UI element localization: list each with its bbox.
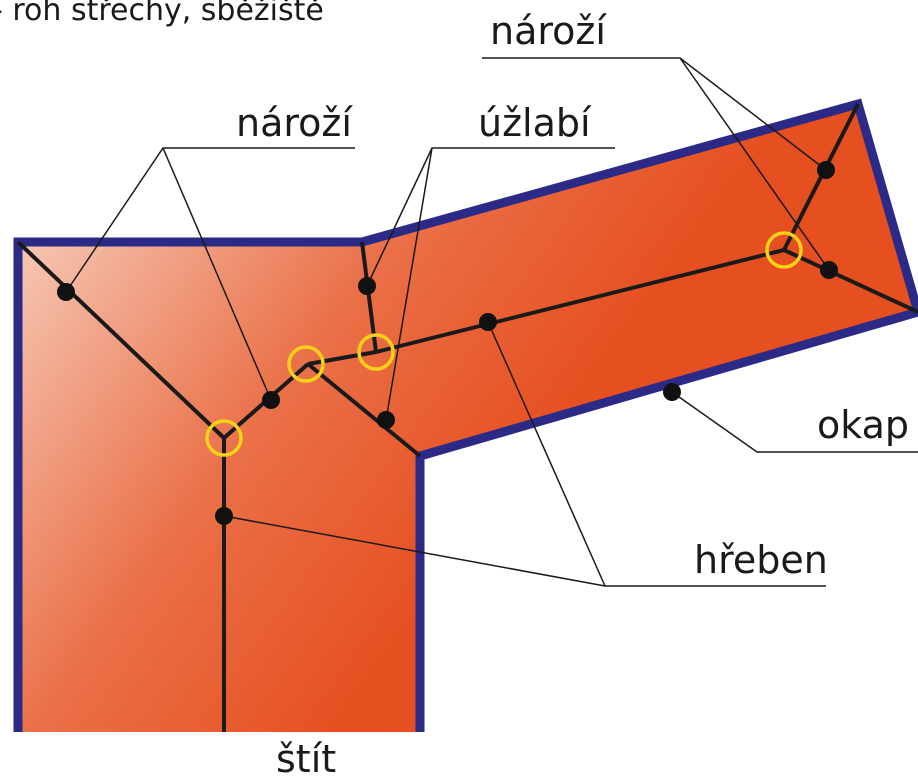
leader-naroze-left-2: [162, 147, 272, 401]
dot-naroze-upper: [817, 161, 835, 179]
label-uzlabi: úžlabí: [478, 101, 592, 145]
leader-hreben-2: [487, 321, 606, 587]
dot-naroze-left: [57, 283, 75, 301]
leader-lines: [65, 57, 918, 587]
junction-markers: [205, 231, 803, 457]
junction-marker: [765, 231, 803, 269]
leader-naroze-top-2: [679, 57, 830, 271]
valley-line-lower: [306, 362, 422, 458]
dot-hreben-main: [479, 313, 497, 331]
dot-naroze-lower: [820, 261, 838, 279]
label-stit: štít: [276, 737, 336, 780]
dot-hreben-vertical: [215, 507, 233, 525]
dot-uzlabi-lower: [377, 411, 395, 429]
dot-naroze-inner: [262, 391, 280, 409]
ridge-line-short: [307, 350, 377, 366]
title-fragment: - roh střechy, sběžiště: [0, 0, 324, 28]
ridge-line-main: [375, 248, 785, 354]
label-naroze-left: nároží: [236, 101, 353, 145]
hip-line-left: [16, 240, 226, 440]
dot-uzlabi-upper: [358, 277, 376, 295]
junction-marker: [357, 333, 395, 371]
hip-line-lower: [783, 248, 918, 314]
roof-surface: [18, 104, 918, 732]
junction-marker: [287, 345, 325, 383]
dot-okap: [663, 383, 681, 401]
label-okap: okap: [817, 403, 909, 447]
leader-okap: [671, 391, 918, 453]
pointer-dots: [57, 161, 838, 525]
label-naroze-top: nároží: [490, 9, 607, 53]
label-hreben: hřeben: [694, 538, 828, 582]
junction-marker: [205, 419, 243, 457]
leader-uzlabi-2: [385, 147, 433, 421]
